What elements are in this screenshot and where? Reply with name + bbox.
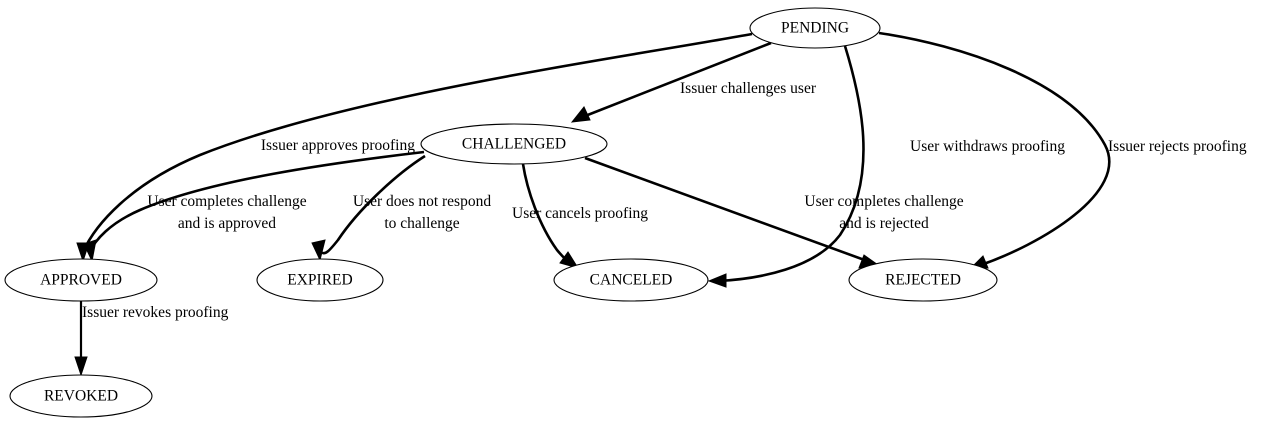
edge-pending-challenged-arrowhead bbox=[570, 106, 591, 123]
edge-label-user-withdraws-proofing: User withdraws proofing bbox=[910, 138, 1065, 155]
edge-challenged-approved-path bbox=[87, 150, 425, 254]
edge-pending-challenged bbox=[570, 41, 772, 123]
node-rejected[interactable]: REJECTED bbox=[848, 258, 998, 302]
node-expired-ellipse[interactable] bbox=[256, 258, 384, 302]
node-approved-label: APPROVED bbox=[40, 272, 122, 289]
edge-challenged-approved-arrowhead bbox=[83, 239, 97, 263]
node-challenged-ellipse[interactable] bbox=[420, 123, 608, 165]
edge-approved-revoked-arrowhead bbox=[74, 356, 88, 377]
node-rejected-label: REJECTED bbox=[885, 272, 961, 289]
node-revoked-ellipse[interactable] bbox=[9, 374, 153, 418]
node-canceled[interactable]: CANCELED bbox=[553, 258, 709, 302]
node-approved-ellipse[interactable] bbox=[4, 258, 158, 302]
edge-challenged-canceled bbox=[521, 163, 580, 269]
edge-label-user-completes-challenge-and-is-rejected: User completes challenge and is rejected bbox=[804, 193, 963, 232]
edge-label-user-completes-challenge-and-is-approved-line2: and is approved bbox=[178, 215, 276, 232]
node-expired-label: EXPIRED bbox=[287, 272, 352, 289]
node-approved[interactable]: APPROVED bbox=[4, 258, 158, 302]
edge-pending-challenged-path bbox=[579, 41, 772, 120]
edge-challenged-expired-arrowhead bbox=[311, 239, 326, 262]
edge-label-user-cancels-proofing: User cancels proofing bbox=[512, 205, 648, 222]
edge-label-issuer-challenges-user: Issuer challenges user bbox=[680, 80, 817, 97]
edge-challenged-canceled-arrowhead bbox=[559, 251, 580, 269]
node-pending-label: PENDING bbox=[781, 20, 849, 37]
edge-label-user-completes-challenge-and-is-rejected-line1: User completes challenge bbox=[804, 193, 963, 210]
edge-label-user-completes-challenge-and-is-rejected-line2: and is rejected bbox=[839, 215, 929, 232]
edge-pending-canceled-arrowhead bbox=[707, 273, 727, 288]
node-canceled-label: CANCELED bbox=[590, 272, 673, 289]
edge-label-user-does-not-respond-to-challenge-line2: to challenge bbox=[384, 215, 459, 232]
edge-label-user-does-not-respond-to-challenge: User does not respond to challenge bbox=[353, 193, 491, 232]
edge-label-issuer-rejects-proofing: Issuer rejects proofing bbox=[1108, 138, 1247, 155]
edge-challenged-approved bbox=[83, 150, 425, 263]
node-expired[interactable]: EXPIRED bbox=[256, 258, 384, 302]
node-pending-ellipse[interactable] bbox=[749, 7, 881, 49]
edge-pending-canceled bbox=[707, 45, 865, 288]
node-revoked[interactable]: REVOKED bbox=[9, 374, 153, 418]
edge-label-user-does-not-respond-to-challenge-line1: User does not respond bbox=[353, 193, 491, 210]
edge-challenged-expired-path bbox=[320, 154, 426, 255]
edge-pending-rejected-path bbox=[878, 31, 1111, 268]
edge-challenged-rejected-path bbox=[584, 156, 871, 264]
edge-label-issuer-revokes-proofing: Issuer revokes proofing bbox=[82, 304, 229, 321]
node-challenged[interactable]: CHALLENGED bbox=[420, 123, 608, 165]
edge-pending-approved-path bbox=[81, 32, 753, 253]
edge-label-user-completes-challenge-and-is-approved-line1: User completes challenge bbox=[147, 193, 306, 210]
edge-approved-revoked bbox=[74, 301, 88, 377]
edge-challenged-expired bbox=[311, 154, 426, 262]
edge-label-user-completes-challenge-and-is-approved: User completes challenge and is approved bbox=[147, 193, 306, 232]
node-rejected-ellipse[interactable] bbox=[848, 258, 998, 302]
node-canceled-ellipse[interactable] bbox=[553, 258, 709, 302]
edge-label-issuer-approves-proofing: Issuer approves proofing bbox=[261, 137, 415, 154]
edge-pending-canceled-path bbox=[717, 45, 865, 283]
node-revoked-label: REVOKED bbox=[44, 388, 118, 405]
node-challenged-label: CHALLENGED bbox=[462, 136, 566, 153]
node-pending[interactable]: PENDING bbox=[749, 7, 881, 49]
